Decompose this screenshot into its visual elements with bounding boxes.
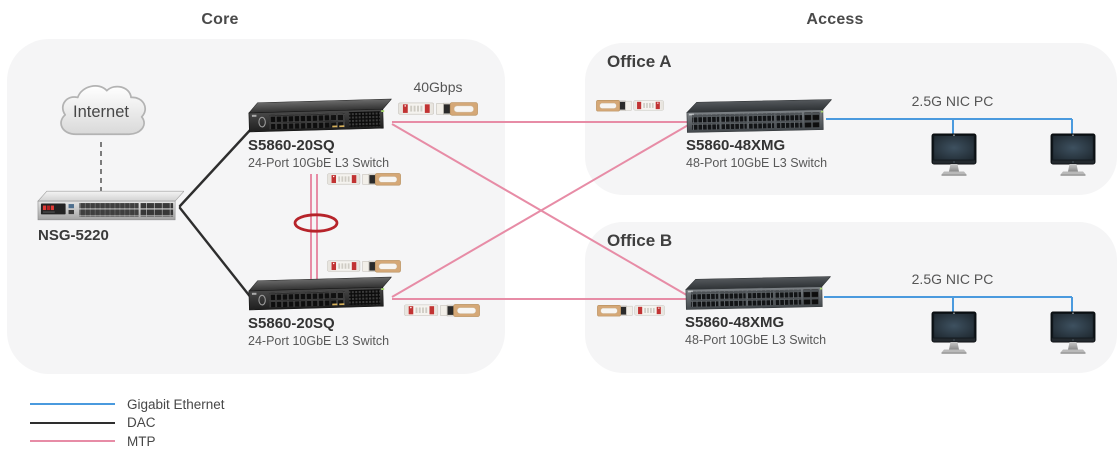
office-a-title: Office A — [607, 52, 672, 71]
core-switch-1-label: S5860-20SQ 24-Port 10GbE L3 Switch — [248, 136, 389, 171]
legend-row-mtp: MTP — [30, 432, 225, 451]
legend-label-dac: DAC — [127, 415, 156, 431]
access-switch-b-icon — [683, 275, 832, 312]
access-switch-a-name: S5860-48XMG — [686, 137, 786, 154]
dac-link-firewall-core1 — [178, 126, 254, 208]
pc-monitor-icon — [1050, 133, 1096, 178]
core-switch-1-description: 24-Port 10GbE L3 Switch — [248, 156, 390, 170]
internet-label: Internet — [73, 103, 129, 121]
access-switch-b-description: 48-Port 10GbE L3 Switch — [685, 333, 827, 347]
core-switch-2-name: S5860-20SQ — [248, 315, 335, 332]
lag-ring-icon — [293, 213, 339, 233]
core-switch-2-description: 24-Port 10GbE L3 Switch — [248, 334, 390, 348]
pc-monitor-icon — [931, 311, 977, 356]
legend-label-mtp: MTP — [127, 433, 156, 449]
pc-monitor-icon — [931, 133, 977, 178]
qsfp-transceiver-pair-icon — [596, 99, 664, 113]
legend-swatch-mtp — [30, 440, 115, 443]
access-switch-a-icon — [684, 98, 833, 135]
core-section-title: Core — [201, 11, 239, 28]
legend: Gigabit Ethernet DAC MTP — [30, 395, 225, 451]
office-a-pc-label: 2.5G NIC PC — [911, 93, 994, 109]
legend-row-dac: DAC — [30, 414, 225, 433]
access-switch-b-label: S5860-48XMG 48-Port 10GbE L3 Switch — [685, 313, 826, 348]
pc-monitor-icon — [1050, 311, 1096, 356]
qsfp-transceiver-pair-icon — [404, 303, 480, 319]
core-switch-1-name: S5860-20SQ — [248, 137, 335, 154]
access-switch-a-label: S5860-48XMG 48-Port 10GbE L3 Switch — [686, 136, 827, 171]
core-switch-2-label: S5860-20SQ 24-Port 10GbE L3 Switch — [248, 314, 389, 349]
core-switch-1-icon — [246, 98, 393, 136]
qsfp-transceiver-pair-icon — [327, 172, 401, 187]
office-b-title: Office B — [607, 231, 673, 250]
firewall-name: NSG-5220 — [38, 227, 109, 244]
legend-swatch-dac — [30, 421, 115, 424]
mtp-link-core2-officeA — [391, 123, 691, 298]
access-switch-b-name: S5860-48XMG — [685, 314, 785, 331]
qsfp-transceiver-pair-icon — [597, 304, 665, 318]
legend-swatch-gigabit — [30, 403, 115, 406]
legend-label-gigabit: Gigabit Ethernet — [127, 396, 225, 412]
qsfp-transceiver-pair-icon — [398, 101, 478, 118]
access-section-title: Access — [806, 11, 864, 28]
dac-link-firewall-core2 — [178, 206, 254, 301]
legend-row-gigabit: Gigabit Ethernet — [30, 395, 225, 414]
firewall-device-icon — [36, 188, 184, 228]
uplink-speed-label: 40Gbps — [413, 79, 463, 95]
core-switch-2-icon — [246, 276, 393, 314]
office-b-pc-label: 2.5G NIC PC — [911, 271, 994, 287]
access-switch-a-description: 48-Port 10GbE L3 Switch — [686, 156, 828, 170]
qsfp-transceiver-pair-icon — [327, 259, 401, 274]
